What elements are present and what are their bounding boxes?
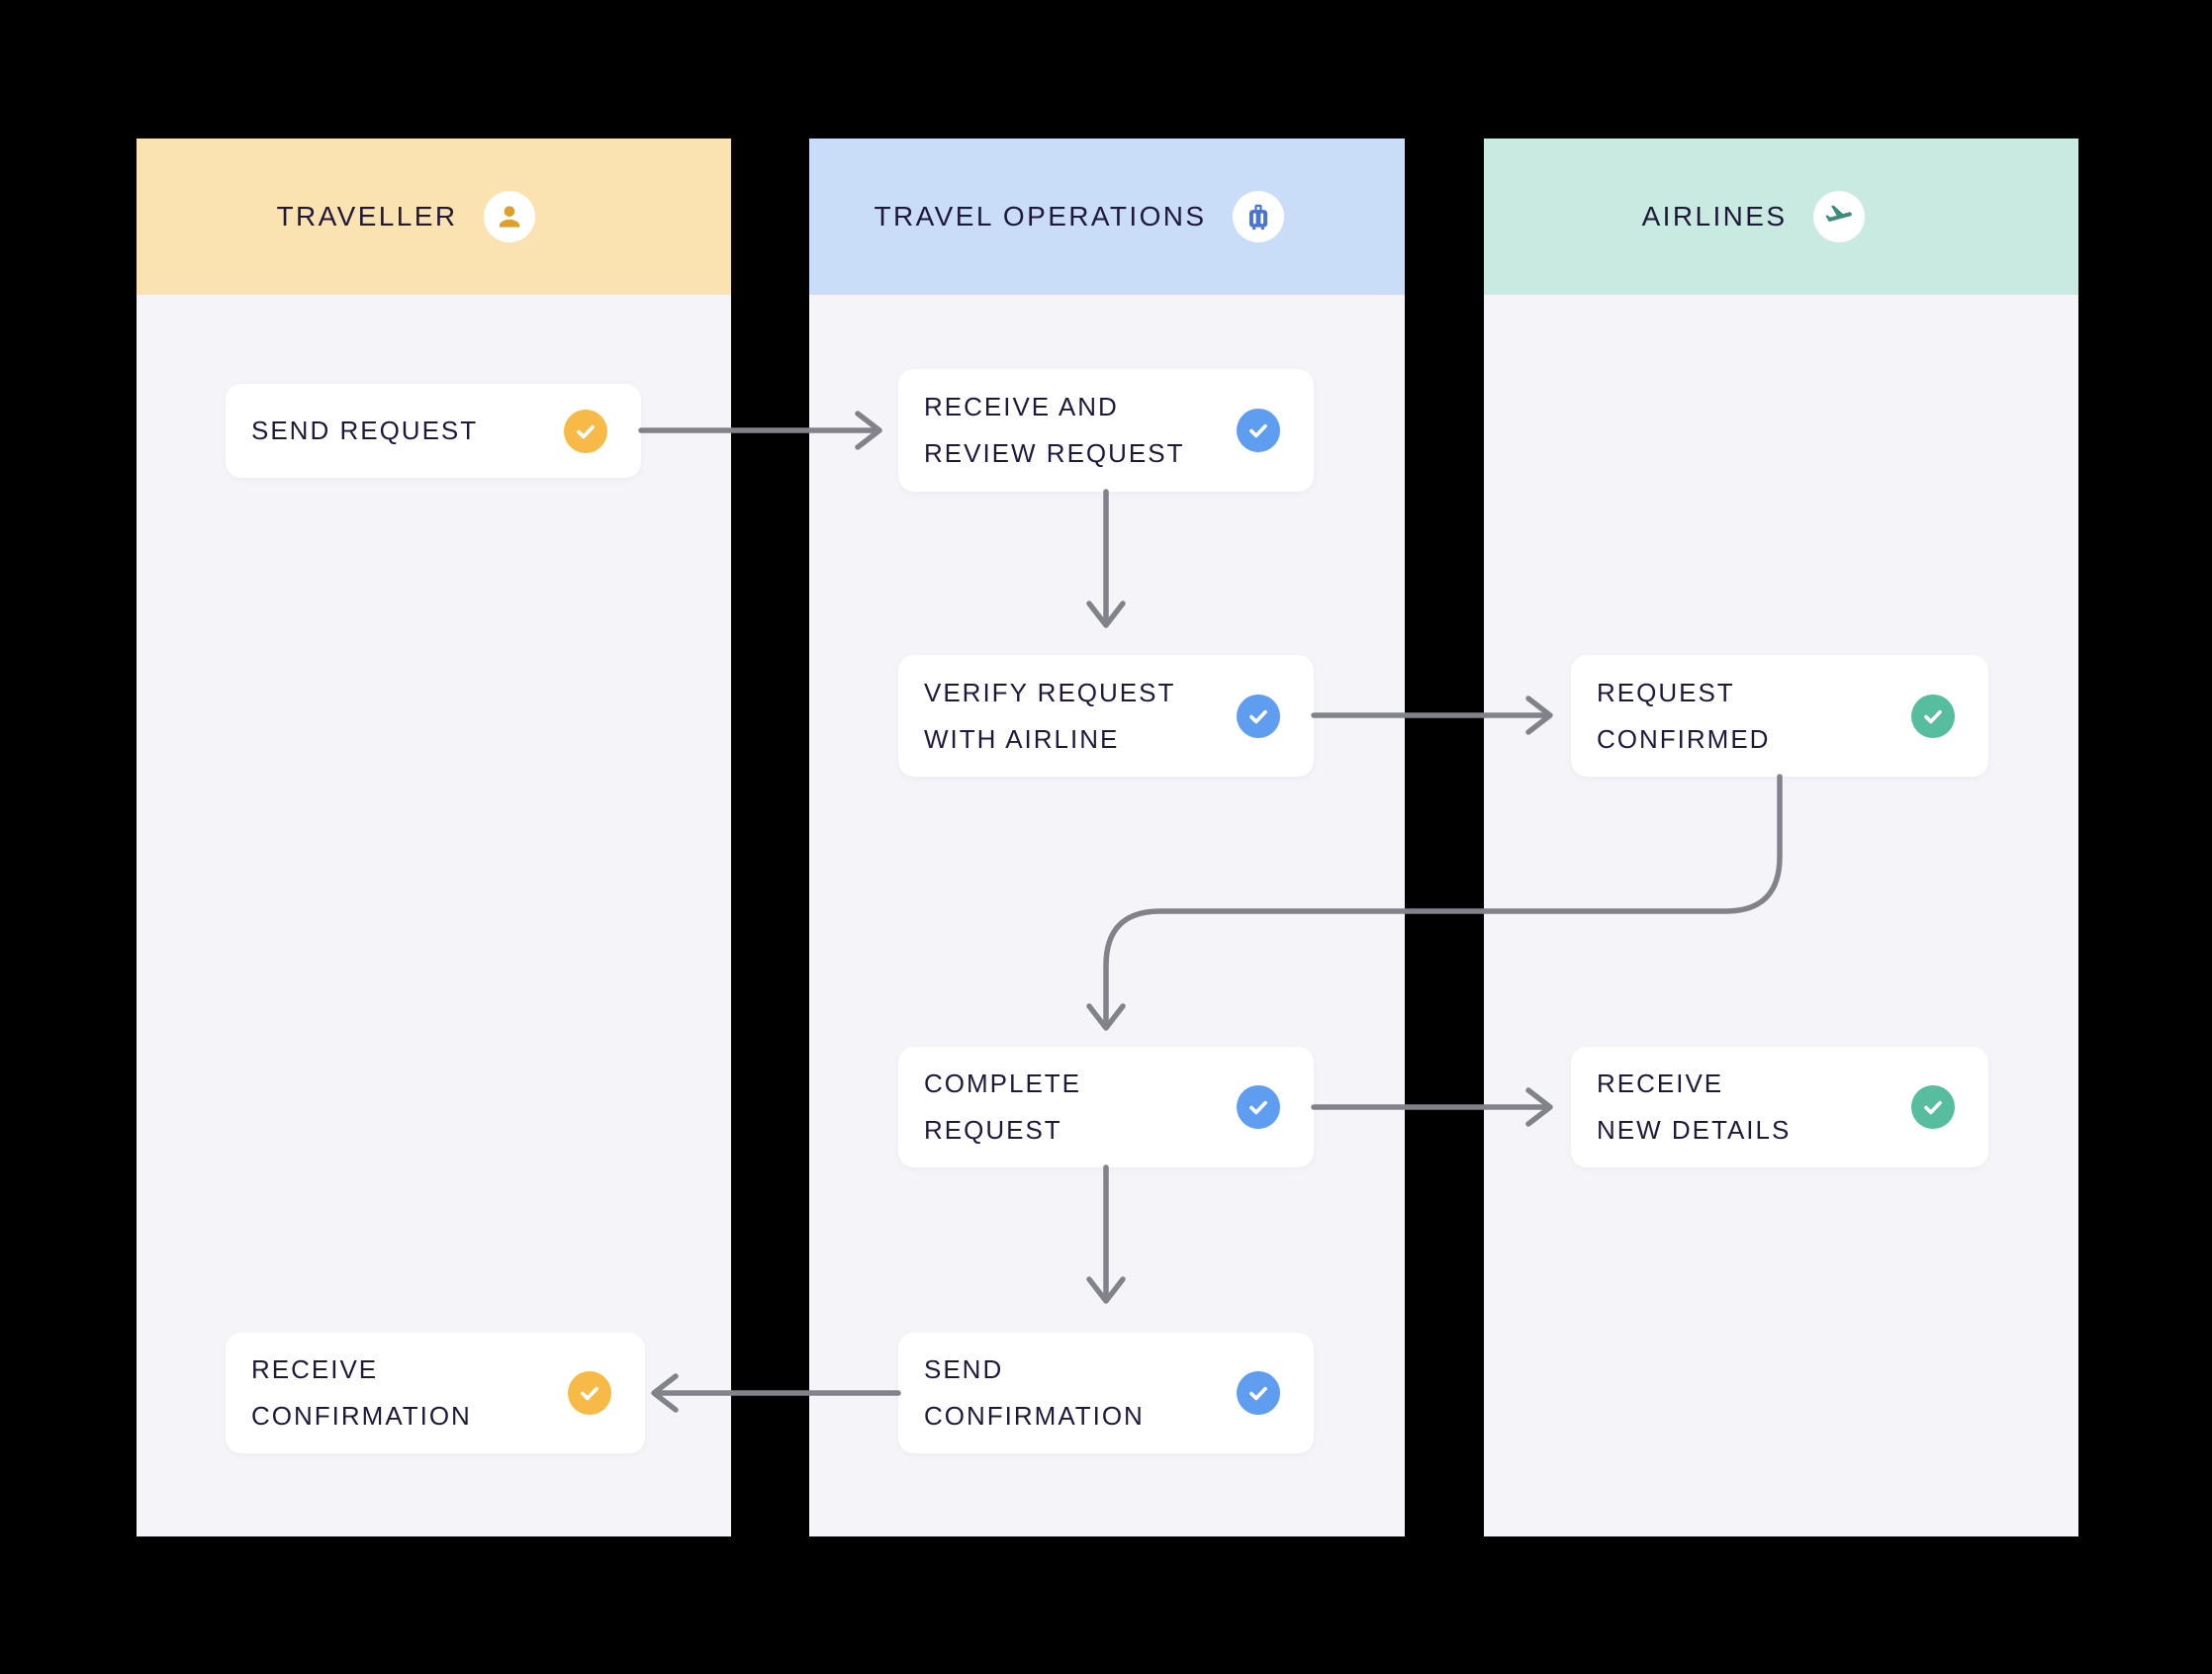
check-icon — [1249, 1386, 1267, 1401]
check-icon — [1924, 1100, 1942, 1115]
lane-airlines: AIRLINES — [1484, 139, 2078, 1536]
step-label: RECEIVE NEW DETAILS — [1597, 1069, 1792, 1145]
status-check-badge — [568, 1371, 611, 1415]
lane-header-travel-operations: TRAVEL OPERATIONS — [809, 139, 1405, 295]
status-check-badge — [1237, 1371, 1280, 1415]
person-icon — [500, 206, 520, 228]
step-card-receive-new-details: RECEIVE NEW DETAILS — [1571, 1047, 1988, 1167]
step-card-send-request: SEND REQUEST — [226, 384, 641, 478]
step-card-receive-confirmation: RECEIVE CONFIRMATION — [226, 1333, 645, 1453]
lane-traveller: TRAVELLER — [137, 139, 731, 1536]
check-icon — [1249, 709, 1267, 723]
status-check-badge — [1237, 694, 1280, 738]
step-label: RECEIVE AND REVIEW REQUEST — [924, 392, 1185, 468]
step-card-request-confirmed: REQUEST CONFIRMED — [1571, 655, 1988, 777]
step-label: SEND REQUEST — [251, 416, 479, 445]
lane-title-traveller: TRAVELLER — [276, 201, 458, 232]
lane-travel-operations: TRAVEL OPERATIONS — [809, 139, 1405, 1536]
step-card-verify-request-with-airline: VERIFY REQUEST WITH AIRLINE — [898, 655, 1314, 777]
step-label: VERIFY REQUEST WITH AIRLINE — [924, 677, 1176, 754]
lane-header-airlines: AIRLINES — [1484, 139, 2078, 295]
step-label: SEND CONFIRMATION — [924, 1354, 1145, 1431]
step-card-send-confirmation: SEND CONFIRMATION — [898, 1333, 1314, 1453]
header-icon-badge — [1813, 191, 1866, 242]
lane-header-traveller: TRAVELLER — [137, 139, 731, 295]
check-icon — [1924, 709, 1942, 723]
plane-takeoff-icon — [1825, 205, 1853, 223]
step-card-receive-and-review-request: RECEIVE AND REVIEW REQUEST — [898, 369, 1314, 492]
header-icon-badge — [484, 191, 536, 242]
luggage-icon — [1249, 204, 1268, 231]
step-card-complete-request: COMPLETE REQUEST — [898, 1047, 1314, 1167]
check-icon — [1249, 1100, 1267, 1115]
check-icon — [581, 1386, 599, 1401]
status-check-badge — [1237, 409, 1280, 452]
status-check-badge — [1237, 1085, 1280, 1129]
step-label: COMPLETE REQUEST — [924, 1069, 1082, 1145]
lane-title-travel-operations: TRAVEL OPERATIONS — [874, 201, 1207, 232]
step-label: REQUEST CONFIRMED — [1597, 677, 1771, 754]
check-icon — [577, 424, 595, 438]
status-check-badge — [564, 409, 607, 453]
header-icon-badge — [1233, 191, 1285, 242]
check-icon — [1249, 423, 1267, 438]
lane-title-airlines: AIRLINES — [1641, 201, 1788, 232]
status-check-badge — [1911, 694, 1955, 738]
status-check-badge — [1911, 1085, 1955, 1129]
step-label: RECEIVE CONFIRMATION — [251, 1354, 472, 1431]
